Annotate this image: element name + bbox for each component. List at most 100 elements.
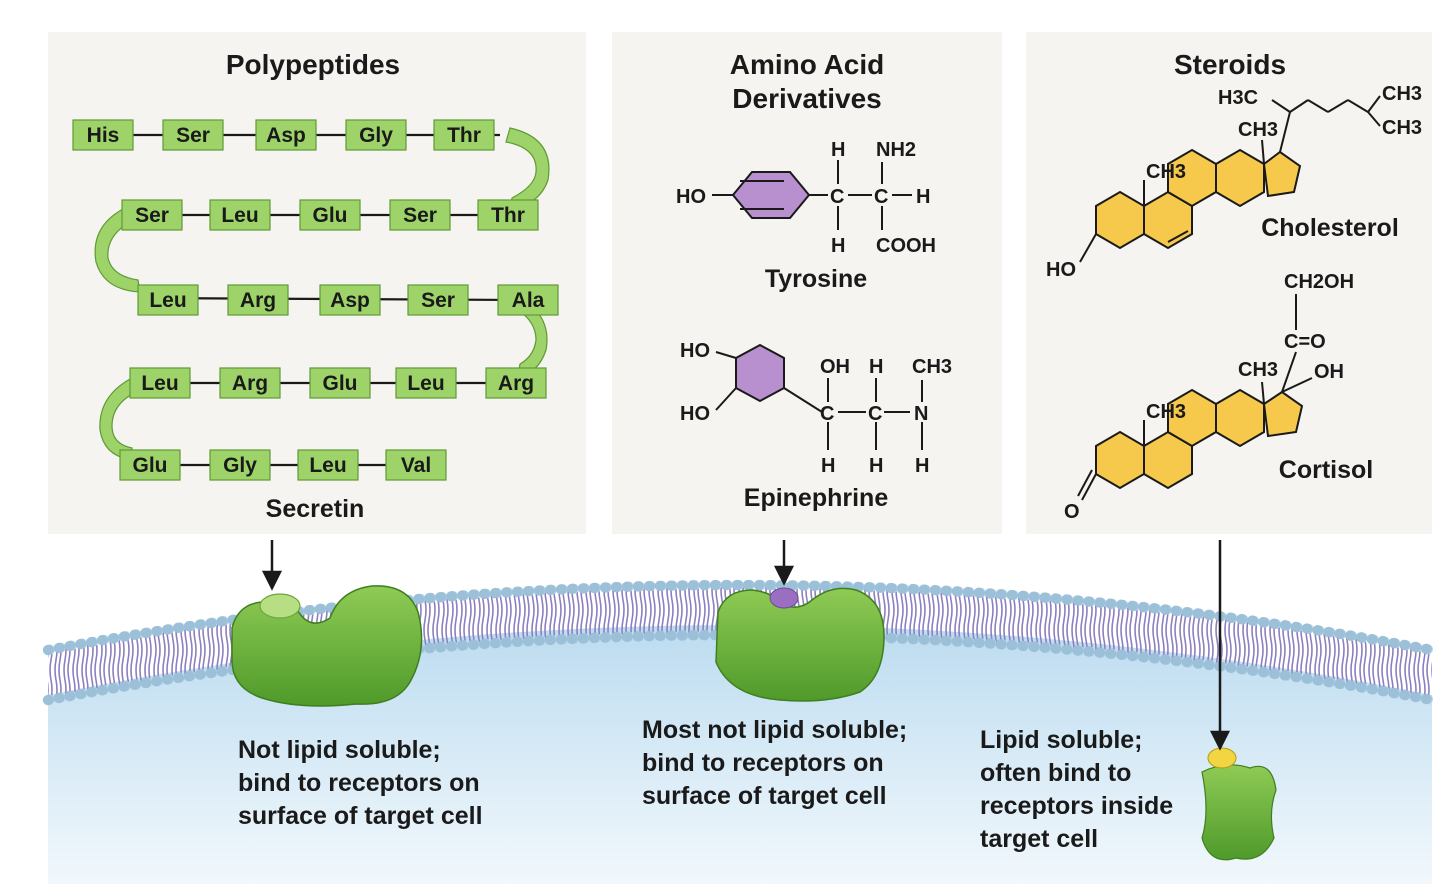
tyrosine-label: Tyrosine [765,265,867,293]
surface-receptor-1 [231,585,423,707]
amino-caption: Most not lipid soluble; bind to receptor… [642,714,907,813]
cholesterol-h3c: H3C [1218,87,1258,109]
steroids-caption-line4: target cell [980,825,1099,853]
amino-acid-box: Arg [227,284,289,316]
amino-acid-box: Ser [121,199,183,231]
steroids-caption: Lipid soluble; often bind to receptors i… [980,724,1173,856]
amino-acid-box-bg [407,284,469,316]
amino-acid-box-bg [129,367,191,399]
tyrosine-structure: HO C C H H H NH2 COOH Tyrosine [676,139,936,293]
epinephrine-ch3: CH3 [912,356,952,378]
amino-acid-label: Ser [403,204,437,227]
amino-acid-label: Gly [223,454,257,477]
amino-acid-box-bg [497,284,559,316]
amino-caption-line2: bind to receptors on [642,749,884,777]
amino-acid-box: Gly [209,449,271,481]
tyrosine-h-top: H [831,139,845,161]
epinephrine-h-b1: H [821,455,835,477]
epinephrine-h-b3: H [915,455,929,477]
amino-acid-box-bg [299,199,361,231]
amino-acid-box: Ala [497,284,559,316]
amino-acid-label: Thr [491,204,525,227]
amino-acid-box: Ser [389,199,451,231]
amino-acid-title-line1: Amino Acid [729,49,885,80]
amino-acid-box-bg [477,199,539,231]
tyrosine-ho: HO [676,186,706,208]
amino-acid-box: His [72,119,134,151]
amino-acid-title: Amino Acid Derivatives [612,48,1002,116]
amino-acid-label: Glu [323,372,358,395]
tyrosine-h-bottom: H [831,235,845,257]
tyrosine-c1: C [830,186,844,208]
epinephrine-h-top: H [869,356,883,378]
amino-acid-label: Asp [266,124,306,147]
amino-acid-box-bg [219,367,281,399]
amino-acid-box: Thr [433,119,495,151]
amino-acid-box: Gly [345,119,407,151]
epinephrine-structure: HO HO C C N OH H CH3 H H H Epinephrine [680,340,952,512]
amino-acid-box-bg [319,284,381,316]
amino-acid-box: Ser [407,284,469,316]
amino-acid-box-bg [72,119,134,151]
amino-acid-label: Ser [421,289,455,312]
amino-acid-label: Asp [330,289,370,312]
cortisol-label: Cortisol [1279,456,1373,484]
amino-acid-box-bg [119,449,181,481]
amino-acid-panel [612,32,1002,534]
amino-acid-box: Leu [209,199,271,231]
amino-acid-box: Asp [319,284,381,316]
amino-acid-label: Arg [232,372,268,395]
amino-acid-label: Leu [149,289,186,312]
amino-acid-box-bg [209,449,271,481]
cholesterol-structure: HO CH3 CH3 H3C CH3 CH3 Cholesterol [1046,83,1422,281]
polypeptides-caption-line2: bind to receptors on [238,769,480,797]
epinephrine-ho-top: HO [680,340,710,362]
cholesterol-ho: HO [1046,259,1076,281]
amino-acid-label: Ser [176,124,210,147]
amino-acid-label: Thr [447,124,481,147]
amino-acid-box-bg [395,367,457,399]
steroids-caption-line1: Lipid soluble; [980,726,1143,754]
arrows [261,540,1231,751]
cortisol-oh: OH [1314,361,1344,383]
amino-acid-label: Glu [313,204,348,227]
cortisol-structure: O CH3 CH3 OH C=O CH2OH Cortisol [1064,271,1373,523]
amino-acid-box-bg [137,284,199,316]
amino-acid-label: Ala [512,289,545,312]
epinephrine-c1: C [820,403,834,425]
steroids-panel [1026,32,1432,534]
cortisol-c-eq-o: C=O [1284,331,1326,353]
amino-acid-box: Glu [299,199,361,231]
polypeptides-caption-line3: surface of target cell [238,802,483,830]
amino-acid-label: Arg [240,289,276,312]
tyrosine-ring [731,171,811,219]
polypeptides-caption: Not lipid soluble; bind to receptors on … [238,734,483,833]
epinephrine-oh: OH [820,356,850,378]
surface-receptor-2 [715,587,885,702]
amino-acid-box: Leu [129,367,191,399]
amino-acid-box-bg [309,367,371,399]
amino-acid-label: Glu [133,454,168,477]
amino-acid-box-bg [385,449,447,481]
amino-acid-box-bg [297,449,359,481]
amino-acid-box-bg [345,119,407,151]
amino-caption-line1: Most not lipid soluble; [642,716,908,744]
cortisol-o: O [1064,501,1080,523]
amino-acid-title-line2: Derivatives [732,83,882,114]
amino-acid-box-bg [389,199,451,231]
amino-acid-box: Thr [477,199,539,231]
amino-acid-box-bg [121,199,183,231]
amino-acid-box-bg [255,119,317,151]
epinephrine-ring [735,343,785,403]
cortisol-ch3-b: CH3 [1238,359,1278,381]
cholesterol-label: Cholesterol [1261,214,1399,242]
tyrosine-c2: C [874,186,888,208]
amino-acid-label: Leu [221,204,258,227]
amino-acid-box-bg [209,199,271,231]
amino-acid-box-bg [162,119,224,151]
amino-acid-box: Asp [255,119,317,151]
amino-acid-label: Val [401,454,431,477]
amino-acid-box: Glu [309,367,371,399]
